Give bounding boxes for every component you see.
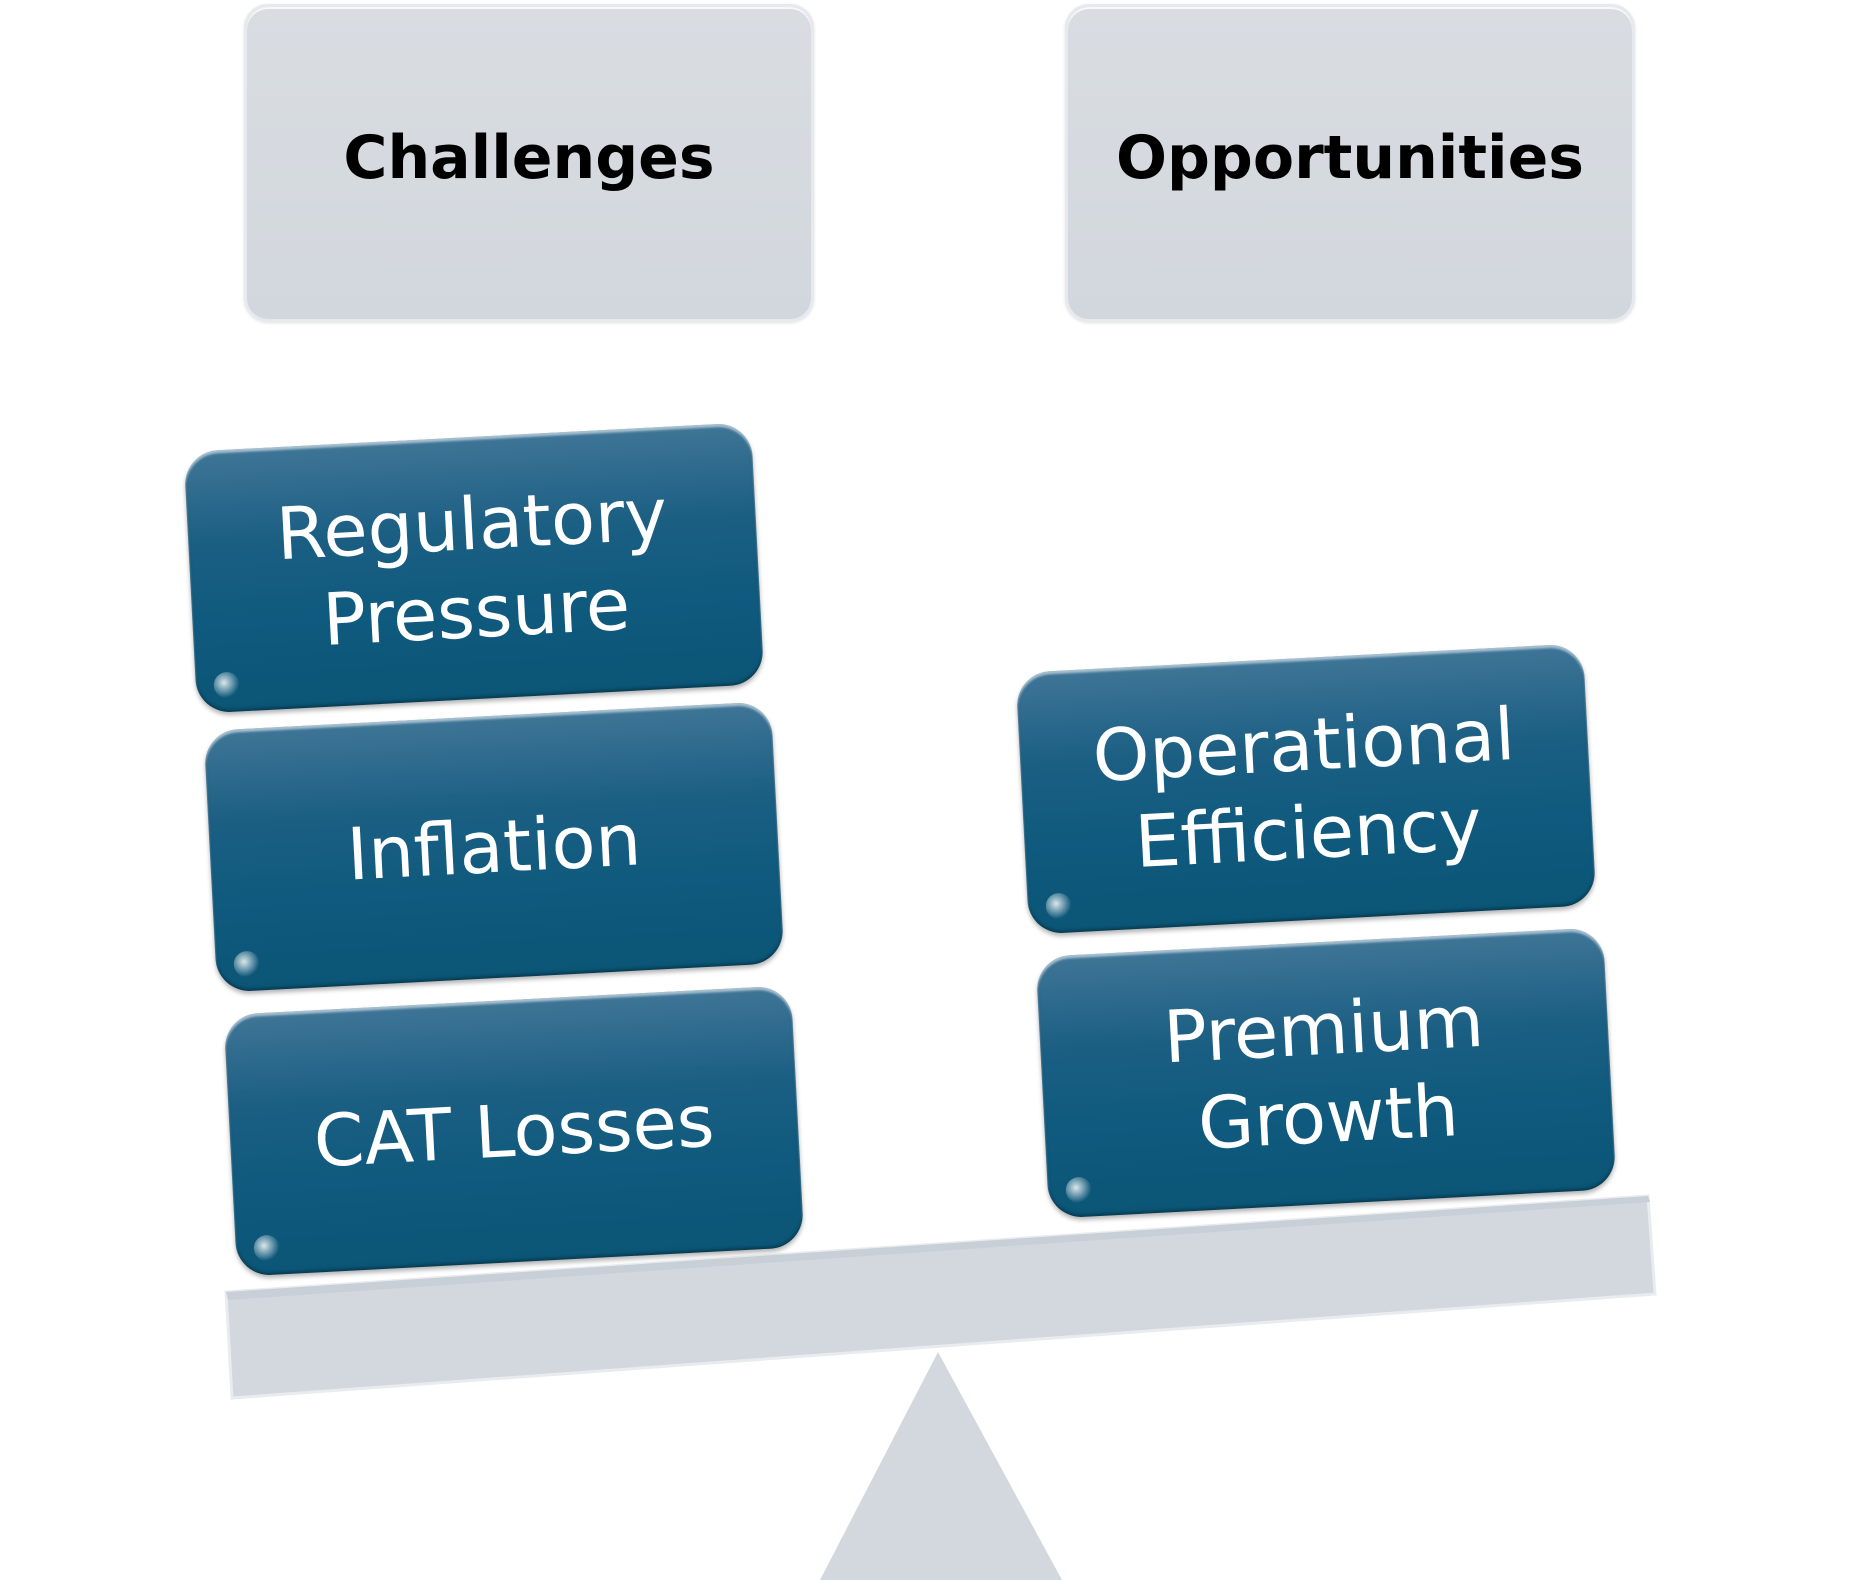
challenge-label: Inflation [344, 797, 644, 897]
opportunities-header-label: Opportunities [1115, 123, 1585, 193]
opportunity-block-operational-efficiency: Operational Efficiency [1015, 643, 1597, 935]
challenge-label: CAT Losses [311, 1078, 717, 1184]
opportunities-header: Opportunities [1065, 4, 1635, 322]
challenge-block-cat-losses: CAT Losses [223, 985, 805, 1277]
challenge-block-inflation: Inflation [203, 701, 785, 993]
challenges-header-label: Challenges [343, 123, 715, 193]
opportunity-label: Premium Growth [1161, 978, 1486, 1166]
challenges-header: Challenges [244, 4, 814, 322]
challenge-label: Regulatory Pressure [274, 471, 670, 662]
scale-beam-top-edge [226, 1196, 1650, 1300]
opportunity-block-premium-growth: Premium Growth [1035, 927, 1617, 1219]
scale-fulcrum [820, 1352, 1062, 1580]
challenge-block-regulatory-pressure: Regulatory Pressure [183, 422, 765, 714]
opportunity-label: Operational Efficiency [1090, 692, 1517, 884]
